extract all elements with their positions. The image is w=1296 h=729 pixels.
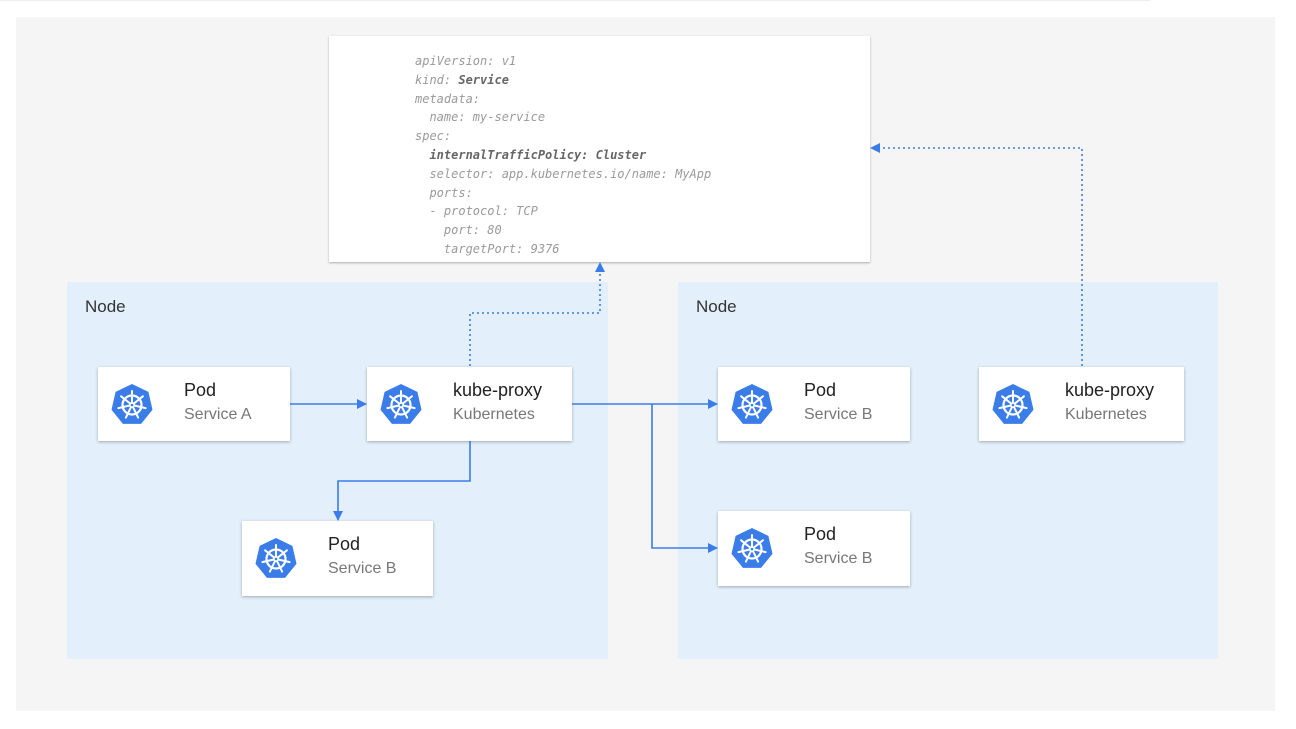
node-label: Node xyxy=(696,297,737,316)
pod-service-b-right-1: Pod Service B xyxy=(718,367,910,441)
kubernetes-icon xyxy=(731,528,773,568)
yaml-value: my-service xyxy=(465,110,546,125)
yaml-key: metadata: xyxy=(415,91,481,106)
yaml-line: name: my-service xyxy=(415,108,711,127)
yaml-value: 9376 xyxy=(523,241,560,256)
yaml-line: apiVersion: v1 xyxy=(415,52,711,71)
yaml-value: Service xyxy=(451,72,509,87)
card-subtitle: Service B xyxy=(804,550,873,567)
pod-service-b-right-2: Pod Service B xyxy=(718,511,910,586)
kubernetes-icon xyxy=(380,384,422,424)
arrow-proxy-to-pod-b-left xyxy=(333,441,471,521)
card-title: Pod xyxy=(804,380,837,400)
card-title: kube-proxy xyxy=(1065,380,1155,400)
card-title: Pod xyxy=(184,380,217,400)
card-subtitle: Service A xyxy=(184,406,252,423)
node-left: Node xyxy=(67,282,608,659)
yaml-line: port: 80 xyxy=(415,221,711,240)
dotted-proxy-left-to-service xyxy=(469,262,605,366)
yaml-line: spec: xyxy=(415,127,711,146)
yaml-line: kind: Service xyxy=(415,71,711,90)
yaml-key: ports: xyxy=(429,185,473,200)
yaml-value: app.kubernetes.io/name: MyApp xyxy=(494,166,712,181)
pod-service-a: Pod Service A xyxy=(98,367,290,441)
kubernetes-icon xyxy=(111,384,153,424)
card-title: Pod xyxy=(328,534,361,554)
yaml-line: ports: xyxy=(415,184,711,203)
yaml-key: kind: xyxy=(415,72,452,87)
dotted-proxy-right-to-service xyxy=(870,143,1083,366)
kubernetes-icon xyxy=(731,384,773,424)
kube-proxy-right: kube-proxy Kubernetes xyxy=(979,367,1184,441)
card-subtitle: Kubernetes xyxy=(1065,406,1147,423)
yaml-key: apiVersion: xyxy=(415,54,495,68)
yaml-value: Cluster xyxy=(588,147,647,162)
yaml-key: internalTrafficPolicy: xyxy=(429,147,589,162)
kubernetes-icon xyxy=(255,538,297,578)
yaml-key: targetPort: xyxy=(443,241,524,256)
node-label: Node xyxy=(85,297,126,316)
card-subtitle: Service B xyxy=(804,406,873,423)
top-divider xyxy=(0,0,1150,1)
yaml-key: selector: xyxy=(429,166,495,181)
kube-proxy-left: kube-proxy Kubernetes xyxy=(367,367,572,441)
card-subtitle: Kubernetes xyxy=(453,406,535,423)
yaml-key: port: xyxy=(443,223,481,238)
arrow-proxy-to-pod-b-right-2 xyxy=(651,404,718,553)
yaml-value: 80 xyxy=(480,223,502,238)
pod-service-b-left: Pod Service B xyxy=(242,521,433,596)
card-subtitle: Service B xyxy=(328,560,397,577)
yaml-line: - protocol: TCP xyxy=(415,202,711,221)
node-right: Node xyxy=(678,282,1218,659)
yaml-line: internalTrafficPolicy: Cluster xyxy=(415,146,711,165)
yaml-key: - protocol: xyxy=(429,204,509,219)
card-title: Pod xyxy=(804,524,837,544)
yaml-key: spec: xyxy=(415,129,452,144)
kubernetes-icon xyxy=(992,384,1034,424)
yaml-value: TCP xyxy=(508,204,538,219)
card-title: kube-proxy xyxy=(453,380,543,400)
yaml-line: metadata: xyxy=(415,90,711,109)
yaml-line: selector: app.kubernetes.io/name: MyApp xyxy=(415,165,711,184)
yaml-line: targetPort: 9376 xyxy=(415,240,711,259)
yaml-value: v1 xyxy=(494,54,517,68)
yaml-key: name: xyxy=(429,110,466,125)
